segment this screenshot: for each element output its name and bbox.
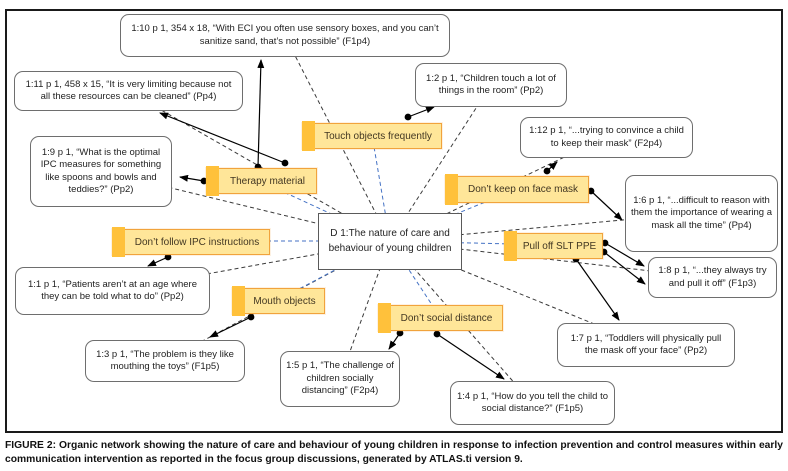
code-node-dont-social-distance[interactable]: Don’t social distance [378, 303, 503, 333]
code-node-pull-off-slt-ppe[interactable]: Pull off SLT PPE [504, 231, 603, 261]
code-node-touch-objects-frequently[interactable]: Touch objects frequently [302, 121, 442, 151]
code-accent-stripe [504, 231, 517, 261]
code-node-therapy-material[interactable]: Therapy material [206, 166, 317, 196]
code-label: Don’t follow IPC instructions [134, 236, 260, 248]
code-label: Therapy material [229, 175, 306, 187]
figure-caption-text: Organic network showing the nature of ca… [5, 440, 783, 466]
code-accent-stripe [232, 286, 245, 316]
code-node-dont-keep-on-face-mask[interactable]: Don’t keep on face mask [445, 174, 589, 205]
code-accent-stripe [302, 121, 315, 151]
quote-node-1-1[interactable]: 1:1 p 1, “Patients aren’t at an age wher… [15, 267, 210, 315]
code-node-dont-follow-ipc-instructions[interactable]: Don’t follow IPC instructions [112, 227, 270, 257]
quote-node-1-3[interactable]: 1:3 p 1, “The problem is they like mouth… [85, 340, 245, 382]
quote-node-1-5[interactable]: 1:5 p 1, “The challenge of children soci… [280, 351, 400, 407]
quote-node-1-6[interactable]: 1:6 p 1, “...difficult to reason with th… [625, 175, 778, 252]
code-accent-stripe [378, 303, 391, 333]
code-label: Pull off SLT PPE [522, 240, 597, 252]
figure-caption-label: FIGURE 2: [5, 440, 57, 451]
code-quote-connectors [147, 59, 646, 380]
code-accent-stripe [112, 227, 125, 257]
code-label: Don’t social distance [400, 312, 493, 324]
quote-node-1-12[interactable]: 1:12 p 1, “...trying to convince a child… [520, 117, 693, 158]
figure-caption: FIGURE 2: Organic network showing the na… [5, 439, 783, 468]
quote-node-1-9[interactable]: 1:9 p 1, “What is the optimal IPC measur… [30, 136, 172, 207]
quote-node-1-7[interactable]: 1:7 p 1, “Toddlers will physically pull … [557, 323, 735, 367]
code-label: Don’t keep on face mask [467, 184, 579, 195]
quote-node-1-4[interactable]: 1:4 p 1, “How do you tell the child to s… [450, 381, 615, 425]
quote-node-1-11[interactable]: 1:11 p 1, 458 x 15, “It is very limiting… [14, 71, 243, 111]
code-label: Mouth objects [253, 295, 316, 307]
code-node-mouth-objects[interactable]: Mouth objects [232, 286, 325, 316]
code-accent-stripe [206, 166, 219, 196]
code-accent-stripe [445, 174, 458, 205]
code-label: Touch objects frequently [324, 130, 432, 142]
central-document-node[interactable]: D 1:The nature of care and behaviour of … [318, 213, 462, 270]
quote-node-1-10[interactable]: 1:10 p 1, 354 x 18, “With ECI you often … [120, 14, 450, 57]
quote-node-1-2[interactable]: 1:2 p 1, “Children touch a lot of things… [415, 63, 567, 107]
quote-node-1-8[interactable]: 1:8 p 1, “...they always try and pull it… [648, 257, 777, 298]
